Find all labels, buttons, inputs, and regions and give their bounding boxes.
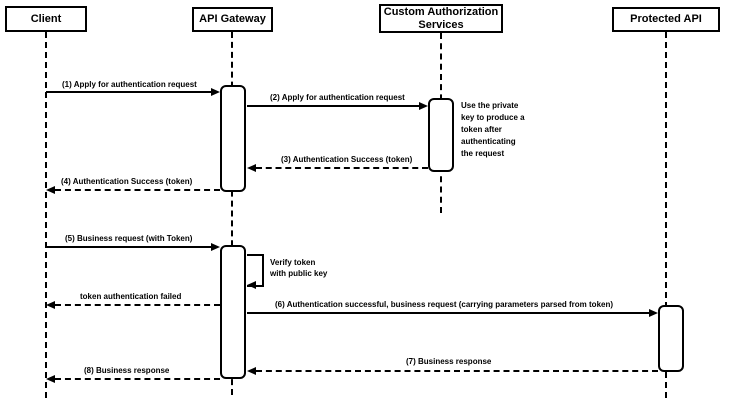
arrowhead-left-icon	[46, 301, 55, 309]
activation-bar-api-gateway-2	[220, 245, 246, 379]
message-failed-line	[55, 304, 220, 306]
lifeline-client	[45, 32, 47, 398]
message-3-label: (3) Authentication Success (token)	[281, 155, 413, 164]
arrowhead-left-icon	[247, 367, 256, 375]
message-1-label: (1) Apply for authentication request	[62, 80, 197, 89]
message-4-line	[55, 189, 220, 191]
activation-bar-custom-authorization-services	[428, 98, 454, 172]
message-8-line	[55, 378, 220, 380]
arrowhead-right-icon	[211, 88, 220, 96]
participant-client: Client	[5, 6, 87, 32]
message-2-line	[247, 105, 419, 107]
message-6-label: (6) Authentication successful, business …	[275, 300, 614, 309]
participant-protected-api: Protected API	[612, 7, 720, 32]
message-4-label: (4) Authentication Success (token)	[61, 177, 193, 186]
arrowhead-left-icon	[247, 281, 256, 289]
arrowhead-left-icon	[46, 186, 55, 194]
message-6-line	[247, 312, 649, 314]
self-message-label: Verify token with public key	[270, 258, 328, 278]
arrowhead-right-icon	[419, 102, 428, 110]
message-3-line	[256, 167, 428, 169]
participant-protected-api-label: Protected API	[630, 13, 702, 25]
message-1-line	[46, 91, 211, 93]
participant-client-label: Client	[30, 12, 62, 25]
message-7-label: (7) Business response	[406, 357, 492, 366]
message-5-label: (5) Business request (with Token)	[65, 234, 193, 243]
arrowhead-right-icon	[211, 243, 220, 251]
participant-custom-authorization-services: Custom Authorization Services	[379, 4, 503, 33]
activation-bar-api-gateway-1	[220, 85, 246, 192]
participant-api-gateway: API Gateway	[192, 7, 273, 32]
arrowhead-right-icon	[649, 309, 658, 317]
lifeline-protected-api	[665, 32, 667, 398]
message-8-label: (8) Business response	[84, 366, 170, 375]
message-7-line	[256, 370, 658, 372]
note-private-key: Use the private key to produce a token a…	[461, 101, 525, 158]
message-failed-label: token authentication failed	[80, 292, 182, 301]
arrowhead-left-icon	[247, 164, 256, 172]
message-2-label: (2) Apply for authentication request	[270, 93, 405, 102]
arrowhead-left-icon	[46, 375, 55, 383]
participant-api-gateway-label: API Gateway	[199, 13, 266, 25]
activation-bar-protected-api	[658, 305, 684, 372]
message-5-line	[46, 246, 211, 248]
participant-custom-authorization-services-label: Custom Authorization Services	[383, 5, 499, 31]
lifeline-api-gateway	[231, 32, 233, 395]
